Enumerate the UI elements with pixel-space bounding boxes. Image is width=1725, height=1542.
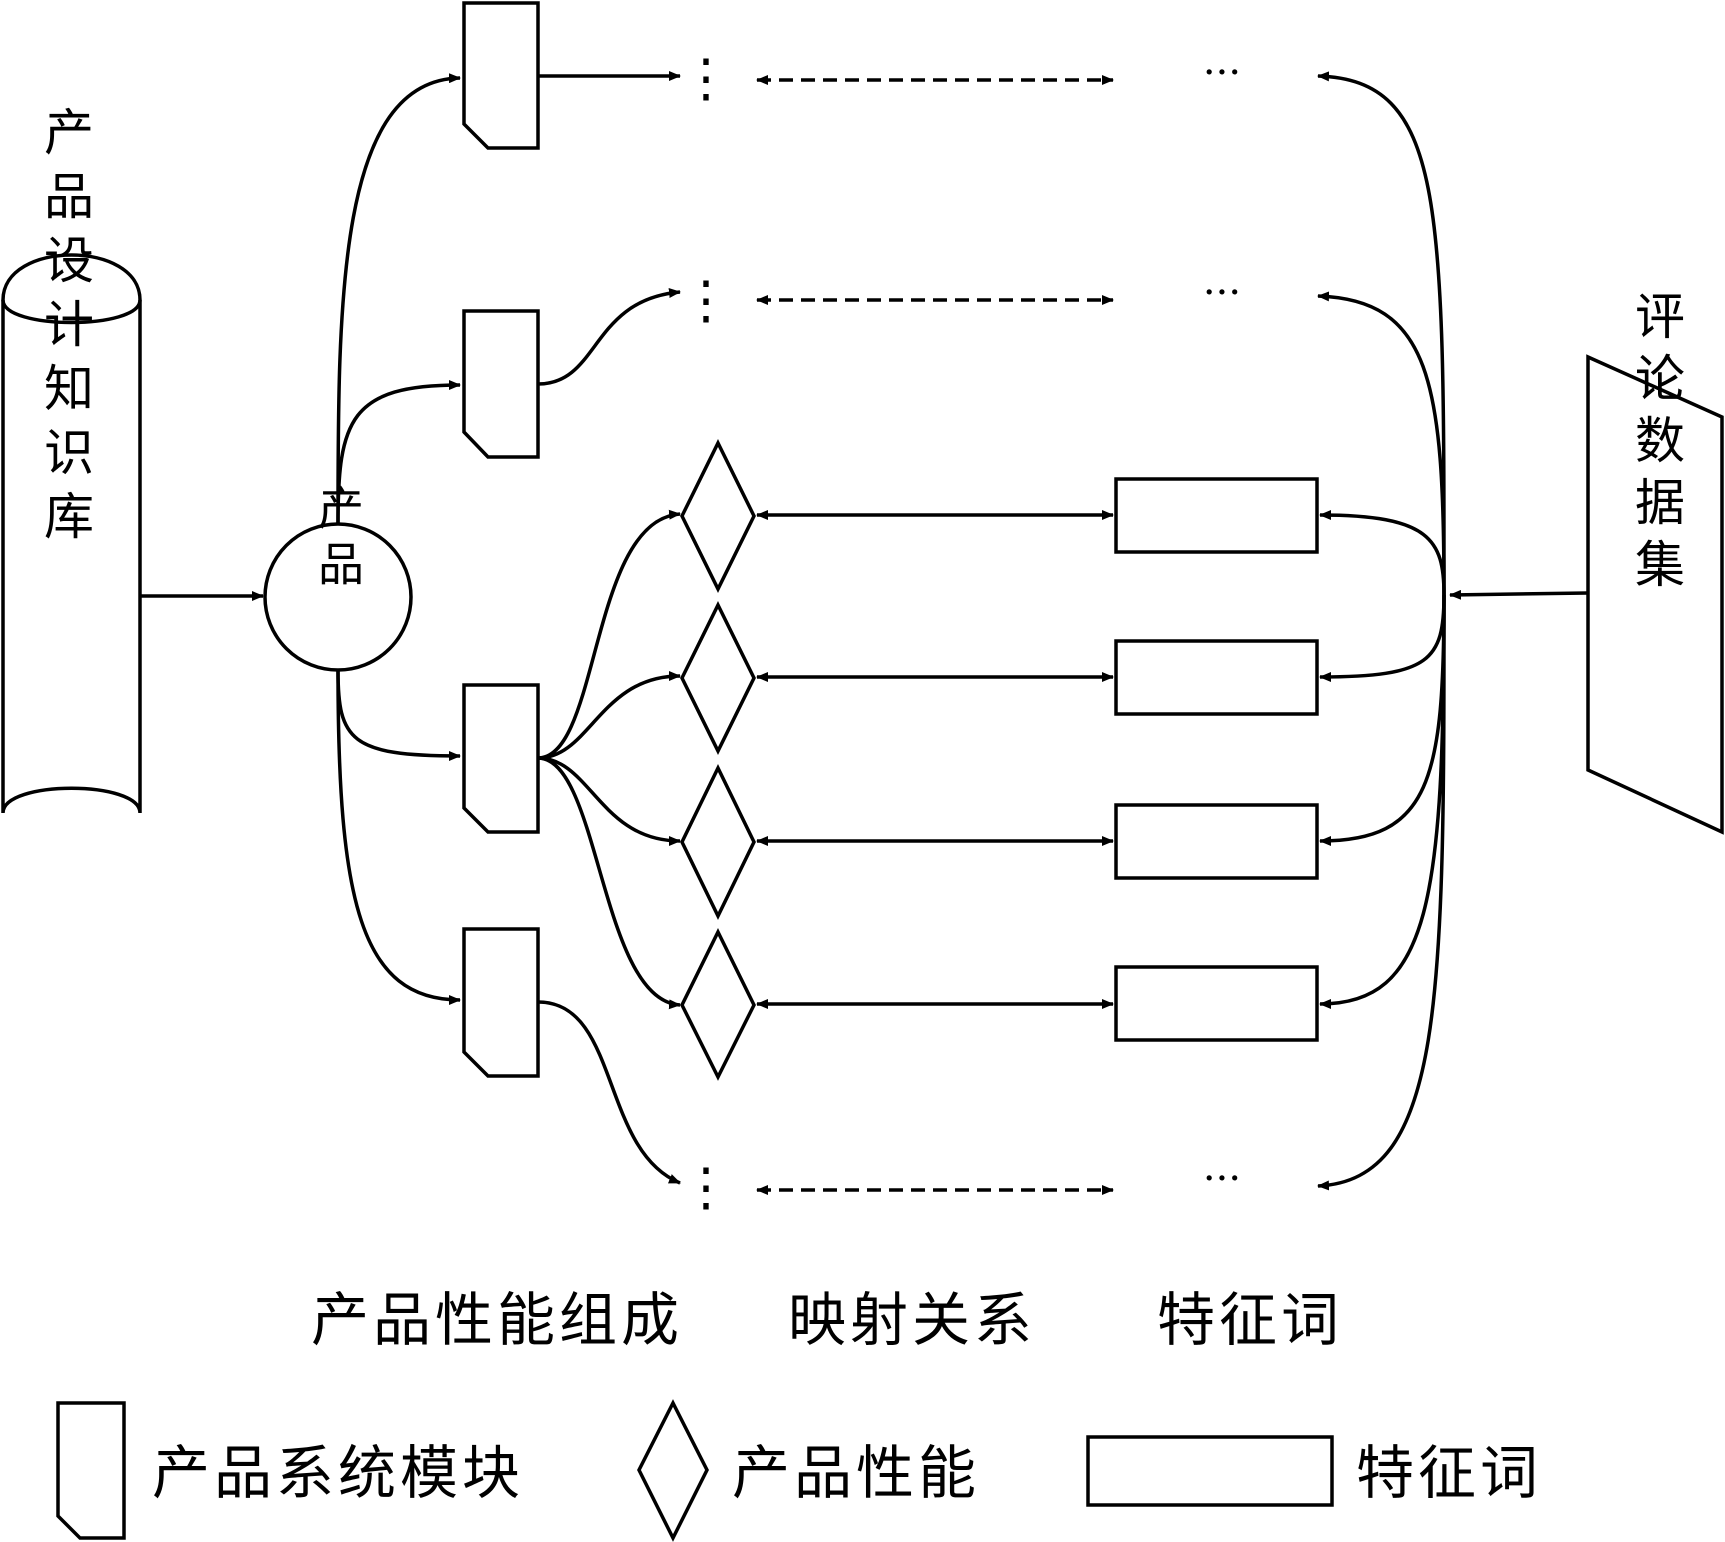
product-to-module-2 [336,380,461,525]
review-dataset-label: 评论数据集 [1627,290,1685,600]
module-1 [462,1,540,150]
legend-performance-label: 产品性能 [732,1439,980,1507]
product-node: 产品 [263,484,413,672]
legend: 产品系统模块 产品性能 特征词 [56,1399,1542,1542]
performance-diamond-4 [680,928,756,1081]
trunk-to-feature-box-2 [1319,594,1446,682]
ellipsis-horizontal-1: ··· [1203,50,1241,96]
feature-word-box-1 [1114,477,1319,554]
module-3-to-perf-2 [537,671,681,760]
module-2-out-arrow [537,288,681,386]
trunk-to-feature-box-1 [1319,510,1446,596]
knowledge-base-node: 产品设计知识库 [1,106,142,814]
feature-word-box-2 [1114,639,1319,716]
module-4 [462,927,540,1078]
legend-feature-word-icon [1086,1435,1334,1507]
legend-module-label: 产品系统模块 [152,1439,524,1507]
module-3-to-perf-4 [537,756,681,1010]
module-3-to-perf-1 [537,509,681,760]
ellipsis-vertical-2: ⋮ [680,271,732,331]
review-dataset-node: 评论数据集 [1586,290,1724,835]
feature-word-box-4 [1114,965,1319,1042]
legend-feature-word-label: 特征词 [1356,1439,1542,1507]
product-to-module-3 [336,669,461,761]
header-feature-words: 特征词 [1157,1286,1343,1354]
performance-diamond-3 [680,763,756,921]
module-3-to-perf-3 [537,756,681,846]
header-mapping: 映射关系 [788,1286,1036,1354]
trunk-to-feature-box-3 [1319,594,1446,846]
trunk-to-feature-bottom [1317,594,1446,1191]
product-to-module-4 [336,669,461,1005]
module-2 [462,309,540,459]
trunk-to-feature-top [1317,71,1446,596]
knowledge-base-label: 产品设计知识库 [36,106,94,554]
ellipsis-horizontal-3: ··· [1203,1156,1241,1202]
performance-diamond-1 [680,439,756,593]
module-3 [462,683,540,834]
legend-module-icon [56,1401,126,1540]
ellipsis-horizontal-2: ··· [1203,270,1241,316]
dataset-to-trunk-arrow [1449,589,1589,600]
feature-word-box-3 [1114,803,1319,880]
ellipsis-vertical-3: ⋮ [680,1158,732,1218]
product-to-module-1 [336,73,461,525]
trunk-to-feature-box-4 [1319,594,1446,1009]
ellipsis-vertical-1: ⋮ [680,49,732,109]
module-4-out-arrow [537,1000,681,1185]
legend-performance-icon [637,1399,709,1542]
performance-diamond-2 [680,601,756,755]
trunk-to-feature-2 [1317,291,1446,596]
header-performance-composition: 产品性能组成 [311,1286,683,1354]
